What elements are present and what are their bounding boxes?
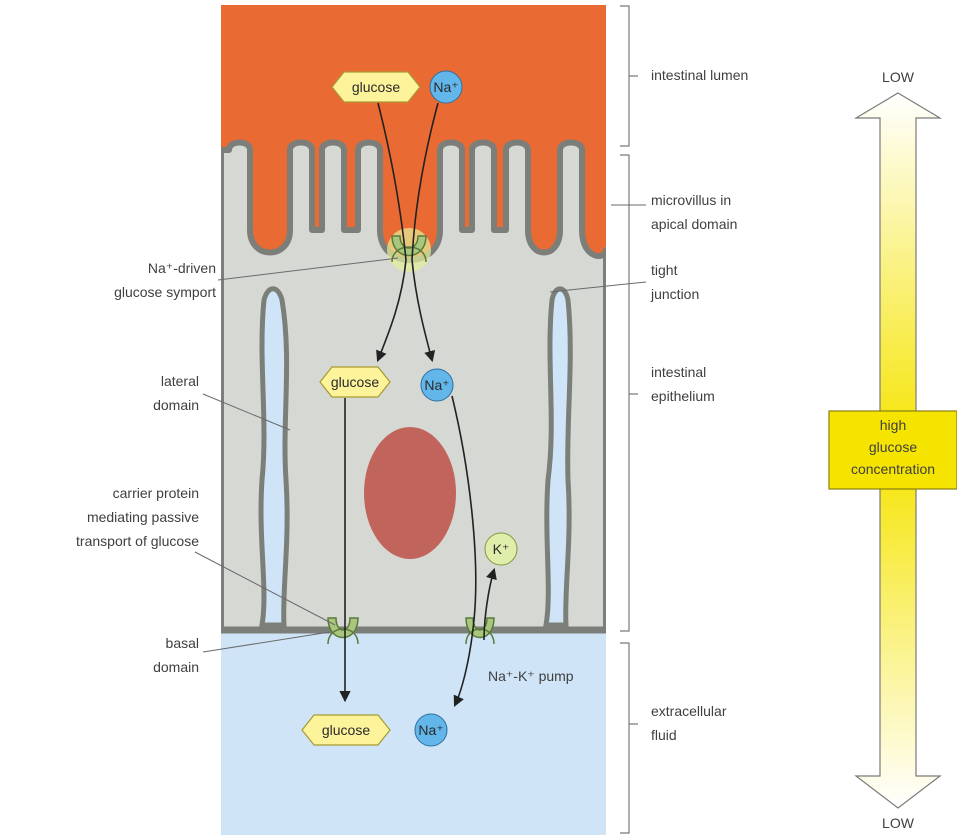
- fluid-label-line2: fluid: [651, 727, 677, 743]
- nucleus: [364, 427, 456, 559]
- carrier-label-line3: transport of glucose: [76, 533, 199, 549]
- lateral-label-line1: lateral: [161, 373, 199, 389]
- glucose-lumen: glucose: [332, 72, 420, 102]
- lateral-label-line2: domain: [153, 397, 199, 413]
- na-k-pump-label: Na⁺-K⁺ pump: [488, 668, 574, 684]
- epithelium-bracket: [620, 155, 638, 631]
- lateral-space-left: [261, 289, 287, 625]
- carrier-label-line1: carrier protein: [113, 485, 199, 501]
- microvillus-label-line1: microvillus in: [651, 192, 731, 208]
- sodium-ion-extracellular: Na⁺: [415, 714, 447, 746]
- svg-text:glucose: glucose: [352, 79, 400, 95]
- lumen-label: intestinal lumen: [651, 67, 748, 83]
- carrier-label-line2: mediating passive: [87, 509, 199, 525]
- glucose-symport-transporter: [387, 228, 431, 272]
- fluid-bracket: [620, 643, 638, 833]
- high-concentration-line1: high: [880, 417, 906, 433]
- tight-junction-label-line1: tight: [651, 262, 678, 278]
- basal-label-line1: basal: [166, 635, 199, 651]
- glucose-cytoplasm: glucose: [320, 367, 390, 397]
- tight-junction-label-line2: junction: [650, 286, 699, 302]
- glucose-extracellular: glucose: [302, 715, 390, 745]
- fluid-label-line1: extracellular: [651, 703, 727, 719]
- high-concentration-line3: concentration: [851, 461, 935, 477]
- svg-text:Na⁺: Na⁺: [433, 79, 458, 95]
- basal-label-line2: domain: [153, 659, 199, 675]
- sodium-ion-lumen: Na⁺: [430, 71, 462, 103]
- gradient-top-label: LOW: [882, 69, 915, 85]
- sodium-ion-cytoplasm: Na⁺: [421, 369, 453, 401]
- epithelium-label-line2: epithelium: [651, 388, 715, 404]
- glucose-gradient-arrow: LOW LOW high glucose concentration: [829, 69, 957, 831]
- cell-panel: glucose Na⁺ glucose Na⁺ K⁺ glucose Na⁺: [221, 5, 606, 835]
- svg-text:Na⁺: Na⁺: [424, 377, 449, 393]
- svg-text:glucose: glucose: [322, 722, 370, 738]
- potassium-ion: K⁺: [485, 533, 517, 565]
- lumen-bracket: [620, 6, 638, 146]
- svg-text:K⁺: K⁺: [493, 541, 510, 557]
- microvillus-label-line2: apical domain: [651, 216, 737, 232]
- svg-text:glucose: glucose: [331, 374, 379, 390]
- epithelium-label-line1: intestinal: [651, 364, 706, 380]
- svg-text:Na⁺: Na⁺: [418, 722, 443, 738]
- gradient-bottom-label: LOW: [882, 815, 915, 831]
- high-concentration-line2: glucose: [869, 439, 917, 455]
- lateral-space-right: [546, 289, 570, 625]
- symport-label-line2: glucose symport: [114, 284, 216, 300]
- symport-label-line1: Na⁺-driven: [148, 260, 216, 276]
